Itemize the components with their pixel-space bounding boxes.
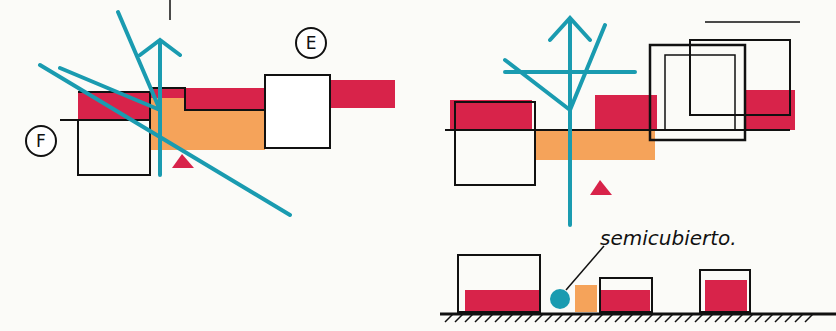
tag-letter: F [36, 131, 46, 151]
circle-tag: E [294, 26, 328, 60]
note-label: semicubierto. [600, 226, 737, 250]
right-plan [445, 18, 795, 225]
section [440, 246, 836, 322]
tag-letter: E [306, 33, 317, 53]
circle-tag: F [24, 124, 58, 158]
left-plan [40, 12, 395, 215]
